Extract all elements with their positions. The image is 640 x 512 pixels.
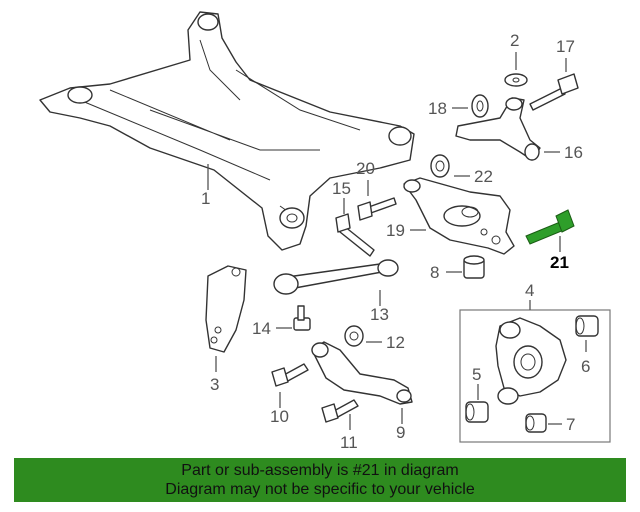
part-subframe <box>39 11 415 251</box>
part-bushing-6 <box>575 315 599 337</box>
callout-5: 5 <box>472 365 481 384</box>
part-bolt-20 <box>357 197 397 221</box>
callout-14: 14 <box>252 319 271 338</box>
callout-22: 22 <box>474 167 493 186</box>
part-bolt-17 <box>529 73 579 111</box>
part-bushing-5 <box>465 401 489 423</box>
callout-2: 2 <box>510 31 519 50</box>
part-bushing-18 <box>471 94 489 118</box>
part-lower-arm-19 <box>403 177 515 255</box>
part-washer-12 <box>344 325 364 347</box>
callout-11: 11 <box>340 433 358 452</box>
callout-20: 20 <box>356 159 375 178</box>
callout-13: 13 <box>370 305 389 324</box>
part-bracket-3 <box>205 265 247 353</box>
part-bolt-10 <box>271 363 309 387</box>
callout-12: 12 <box>386 333 405 352</box>
info-banner: Part or sub-assembly is #21 in diagram D… <box>14 458 626 502</box>
callout-3: 3 <box>210 375 219 394</box>
part-bolt-14 <box>293 305 311 331</box>
callout-19: 19 <box>386 221 405 240</box>
part-washer-22 <box>430 154 450 178</box>
part-lower-link-9 <box>311 341 413 405</box>
part-bushing-7 <box>525 413 547 433</box>
callout-1: 1 <box>201 189 210 208</box>
callout-4: 4 <box>525 281 534 300</box>
callout-16: 16 <box>564 143 583 162</box>
banner-line-2: Diagram may not be specific to your vehi… <box>165 481 475 498</box>
callout-7: 7 <box>566 415 575 434</box>
part-bolt-11 <box>321 399 359 423</box>
parts-diagram: 1 2 17 18 16 22 20 15 <box>39 11 611 452</box>
part-bolt-15 <box>335 213 375 257</box>
part-washer-top <box>504 73 528 87</box>
callout-18: 18 <box>428 99 447 118</box>
part-bolt-21 <box>525 209 575 245</box>
callout-10: 10 <box>270 407 289 426</box>
callout-15: 15 <box>332 179 351 198</box>
part-upper-arm-16 <box>455 97 541 161</box>
callout-8: 8 <box>430 263 439 282</box>
part-lateral-link-13 <box>273 259 399 295</box>
callout-9: 9 <box>396 423 405 442</box>
part-bushing-8 <box>463 255 485 279</box>
callout-17: 17 <box>556 37 575 56</box>
banner-line-1: Part or sub-assembly is #21 in diagram <box>181 462 459 479</box>
callout-6: 6 <box>581 357 590 376</box>
knuckle-subassembly-box <box>459 300 611 443</box>
callout-21: 21 <box>550 253 569 272</box>
